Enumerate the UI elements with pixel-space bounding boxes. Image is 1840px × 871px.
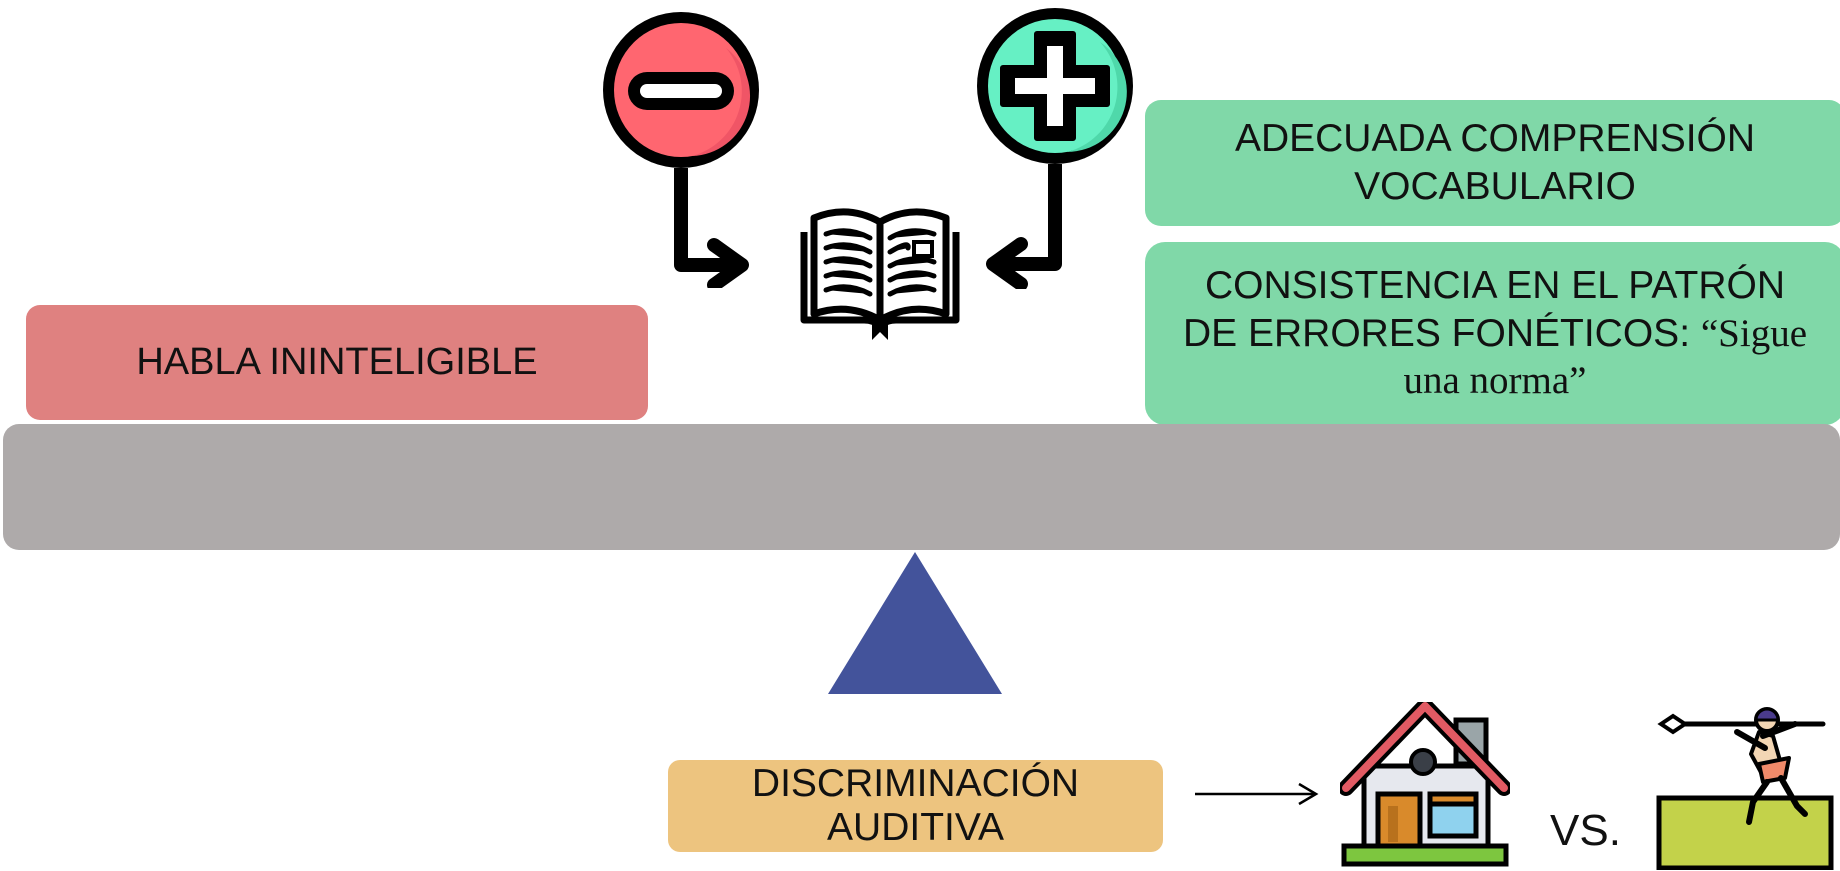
positive-item2-line2a: DE ERRORES FONÉTICOS:: [1182, 311, 1701, 355]
negative-factor-label: HABLA ININTELIGIBLE: [136, 341, 538, 384]
auditory-discrimination-text: DISCRIMINACIÓN AUDITIVA: [752, 762, 1079, 850]
open-book-icon: [800, 208, 960, 340]
arrow-right-icon: [1195, 782, 1319, 806]
positive-factor-text: CONSISTENCIA EN EL PATRÓN DE ERRORES FON…: [1183, 262, 1807, 405]
scale-fulcrum: [828, 552, 1002, 694]
plus-circle-icon: [977, 8, 1133, 289]
positive-item2-line2b: “Sigue: [1700, 311, 1808, 355]
auditory-discrimination-box: DISCRIMINACIÓN AUDITIVA: [668, 760, 1163, 852]
positive-item1-line1: ADECUADA COMPRENSIÓN: [1234, 117, 1756, 161]
versus-label: VS.: [1550, 806, 1621, 855]
auditory-discrimination-line2: AUDITIVA: [827, 806, 1004, 849]
positive-item2-line3: una norma”: [1403, 359, 1587, 403]
minus-circle-icon: [603, 12, 759, 288]
negative-factor-box: HABLA ININTELIGIBLE: [26, 305, 648, 420]
positive-factor-box-comprehension: ADECUADA COMPRENSIÓN VOCABULARIO: [1145, 100, 1840, 226]
scale-beam: [3, 424, 1840, 550]
positive-factor-text: ADECUADA COMPRENSIÓN VOCABULARIO: [1235, 115, 1755, 210]
positive-item1-line2: VOCABULARIO: [1354, 165, 1636, 208]
house-icon: [1340, 702, 1510, 867]
positive-factor-box-consistency: CONSISTENCIA EN EL PATRÓN DE ERRORES FON…: [1145, 242, 1840, 425]
positive-item2-line1: CONSISTENCIA EN EL PATRÓN: [1204, 264, 1786, 308]
auditory-discrimination-line1: DISCRIMINACIÓN: [751, 761, 1080, 805]
hunter-with-spear-icon: [1656, 707, 1834, 870]
positive-item2-line2: DE ERRORES FONÉTICOS: “Sigue: [1183, 310, 1807, 358]
